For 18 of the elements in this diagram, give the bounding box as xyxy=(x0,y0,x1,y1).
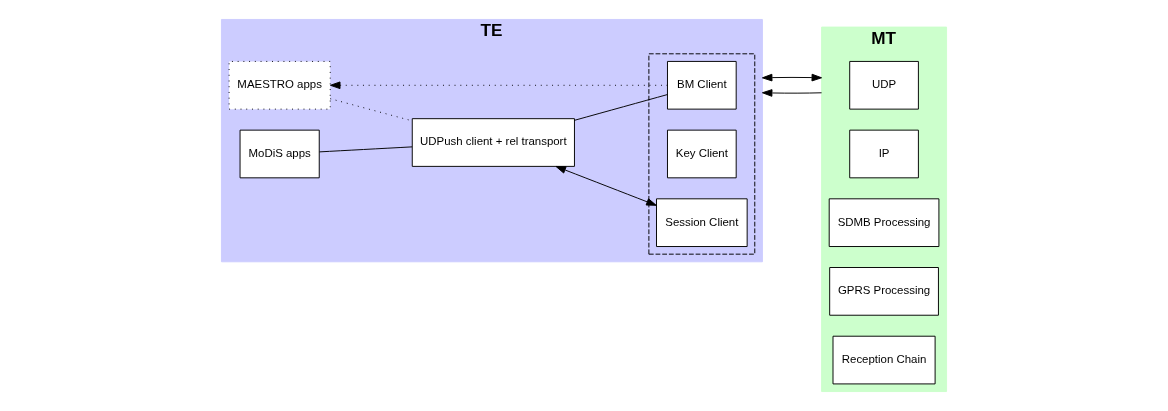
node-box: BM Client xyxy=(667,60,737,110)
arrow xyxy=(761,73,823,82)
node-box: UDPush client + rel transport xyxy=(411,118,575,167)
connector xyxy=(574,94,668,121)
node-box: IP xyxy=(849,129,919,179)
node-box: MAESTRO apps xyxy=(228,60,331,110)
node-box: GPRS Processing xyxy=(829,267,939,316)
cluster xyxy=(648,53,756,255)
connector xyxy=(318,146,413,153)
arrow xyxy=(761,89,823,97)
node-box: UDP xyxy=(849,60,919,110)
node-box: Reception Chain xyxy=(832,335,936,385)
node-box: SDMB Processing xyxy=(828,198,940,247)
node-box: Session Client xyxy=(656,198,748,247)
arrow xyxy=(330,81,668,90)
node-box: MoDiS apps xyxy=(239,129,320,179)
node-box: Key Client xyxy=(667,129,737,179)
arrow xyxy=(555,166,657,206)
